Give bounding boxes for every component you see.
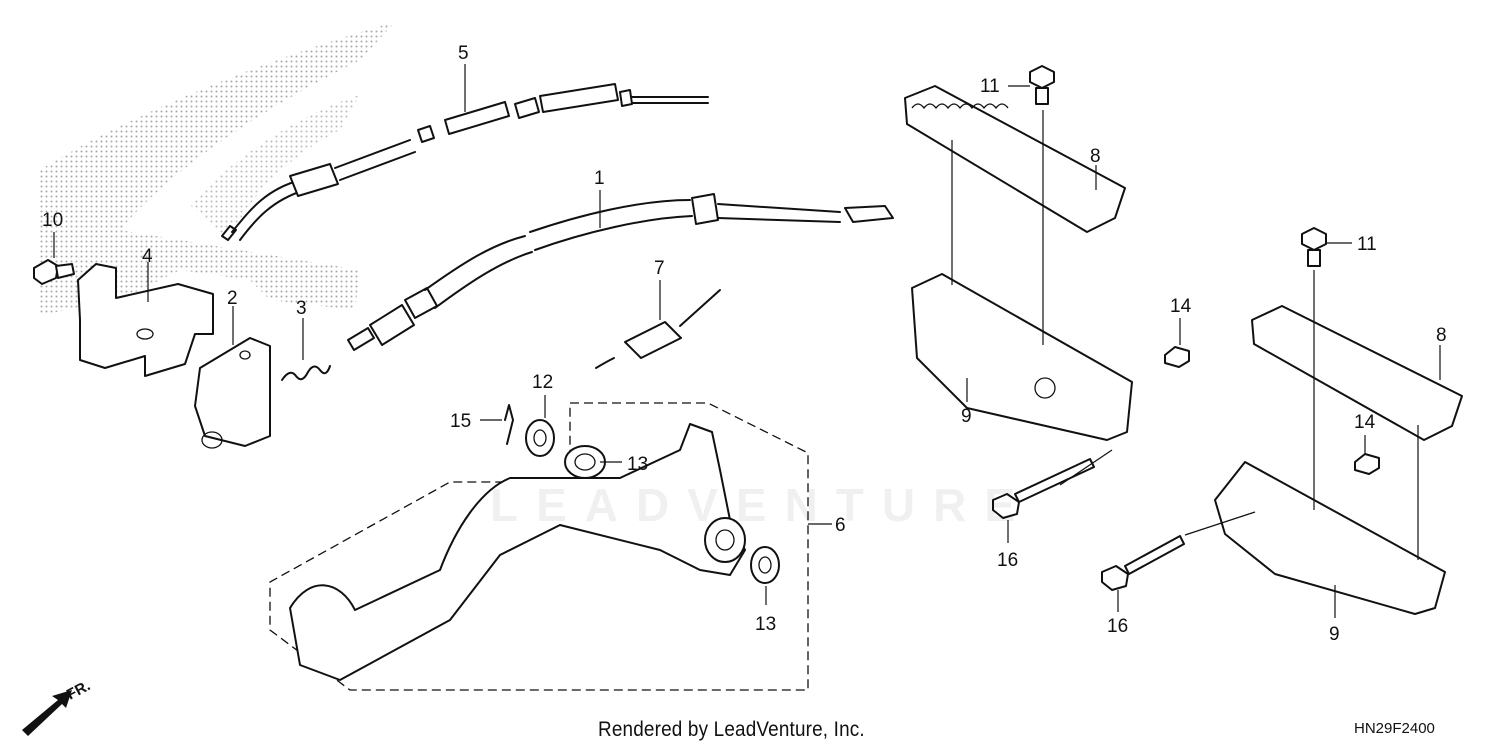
frame-shadow xyxy=(40,22,395,315)
callout-15: 15 xyxy=(450,411,471,432)
part-11-bolt-upper xyxy=(1029,65,1055,105)
callout-9-lower: 9 xyxy=(1329,624,1340,645)
watermark: LEADVENTURE xyxy=(490,479,1034,531)
callout-4: 4 xyxy=(142,246,153,267)
callout-7: 7 xyxy=(654,258,665,279)
part-12-washer xyxy=(525,419,555,457)
callout-6: 6 xyxy=(835,515,846,536)
callout-14-upper: 14 xyxy=(1170,296,1192,317)
callout-13-upper: 13 xyxy=(627,454,648,475)
callout-16-upper: 16 xyxy=(997,550,1018,571)
callout-11-lower: 11 xyxy=(1357,234,1377,255)
callout-9-upper: 9 xyxy=(961,406,972,427)
front-direction-indicator: FR. xyxy=(22,677,93,736)
callout-3: 3 xyxy=(296,298,307,319)
part-10-bolt xyxy=(33,259,75,285)
leader-lines xyxy=(53,64,1441,618)
part-6-brake-pedal xyxy=(269,402,809,691)
callout-13-lower: 13 xyxy=(755,614,776,635)
part-8-footpeg-lower xyxy=(1251,305,1463,441)
callout-1: 1 xyxy=(594,168,605,189)
callout-16-lower: 16 xyxy=(1107,616,1128,637)
part-8-footpeg-upper xyxy=(904,85,1126,233)
callout-8-lower: 8 xyxy=(1436,325,1447,346)
part-11-bolt-lower xyxy=(1301,227,1327,267)
part-14-nut-upper xyxy=(1164,346,1190,368)
part-13-bearing-upper xyxy=(564,445,606,479)
callout-12: 12 xyxy=(532,372,553,393)
callout-10: 10 xyxy=(42,210,63,231)
part-13-bearing-lower xyxy=(750,546,780,584)
part-14-nut-lower xyxy=(1354,453,1380,475)
part-16-bolt-lower xyxy=(1101,535,1185,591)
part-9-bracket-lower xyxy=(1214,461,1446,615)
part-16-bolt-upper xyxy=(992,458,1095,519)
part-3-spring xyxy=(281,365,331,381)
part-7-spring xyxy=(595,289,721,369)
callout-11-upper: 11 xyxy=(980,76,1000,97)
part-4-bracket xyxy=(77,263,214,377)
part-5-upper-cable xyxy=(221,83,709,241)
part-2-bracket xyxy=(194,337,271,449)
callout-2: 2 xyxy=(227,288,238,309)
callout-14-lower: 14 xyxy=(1354,412,1376,433)
part-15-pin xyxy=(504,404,514,445)
diagram-code: HN29F2400 xyxy=(1354,720,1435,737)
footer-credit: Rendered by LeadVenture, Inc. xyxy=(598,718,865,741)
callout-5: 5 xyxy=(458,43,469,64)
callout-labels: 1 2 3 4 5 6 7 8 8 9 9 10 11 11 12 13 13 … xyxy=(42,43,1447,645)
callout-8-upper: 8 xyxy=(1090,146,1101,167)
part-9-bracket-upper xyxy=(911,273,1133,441)
part-1-lower-cable xyxy=(347,193,894,351)
